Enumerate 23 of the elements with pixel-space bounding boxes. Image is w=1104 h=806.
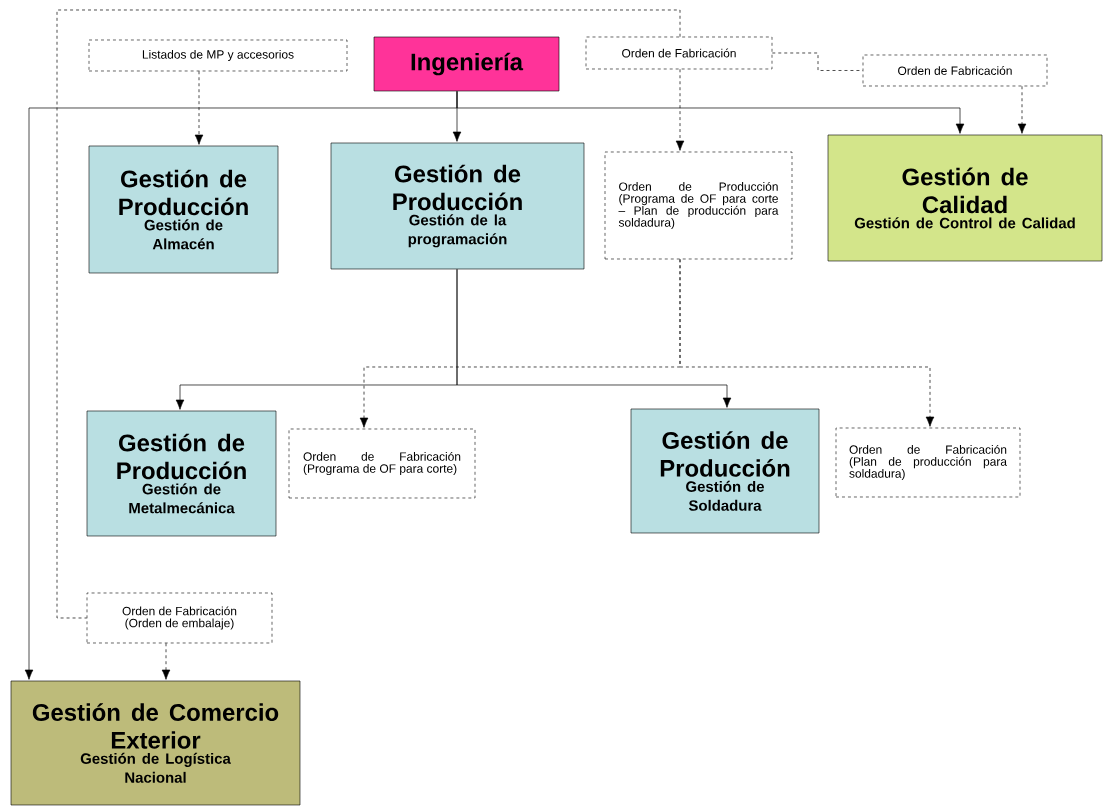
connector-line	[771, 52, 864, 71]
process-box: Gestión de Producción Gestión de Almacén	[88, 145, 279, 274]
process-box: Gestión de Producción Gestión de Soldadura	[630, 408, 820, 534]
note-box: Listados de MP y accesorios	[88, 39, 348, 72]
process-box: Gestión de Producción Gestión de la programación	[330, 142, 585, 270]
arrow	[679, 258, 935, 427]
process-box: Gestión de Producción Gestión de Metalmecánica	[86, 410, 277, 537]
note-box: Orden de Fabricación	[862, 54, 1048, 87]
arrow	[1017, 85, 1027, 134]
note-box: Orden de Producción (Programa de OF para corte – Plan de producción para soldadura)	[604, 151, 793, 260]
note-box: Orden de Fabricación (Orden de embalaje)	[86, 592, 273, 644]
arrow	[24, 90, 458, 680]
note-box: Orden de Fabricación	[585, 36, 773, 70]
arrow	[194, 70, 204, 145]
arrow	[456, 268, 732, 408]
process-box: Gestión de Comercio Exterior Gestión de Logística Nacional	[10, 680, 301, 806]
note-box: Orden de Fabricación (Plan de producción para soldadura)	[835, 427, 1021, 498]
process-box: Gestión de Calidad Gestión de Control de Calidad	[827, 134, 1103, 262]
arrow	[161, 642, 171, 680]
connector-line	[56, 9, 681, 619]
arrow	[675, 68, 685, 151]
note-box: Orden de Fabricación (Programa de OF para corte)	[288, 428, 476, 499]
process-box: Ingeniería	[373, 36, 560, 92]
